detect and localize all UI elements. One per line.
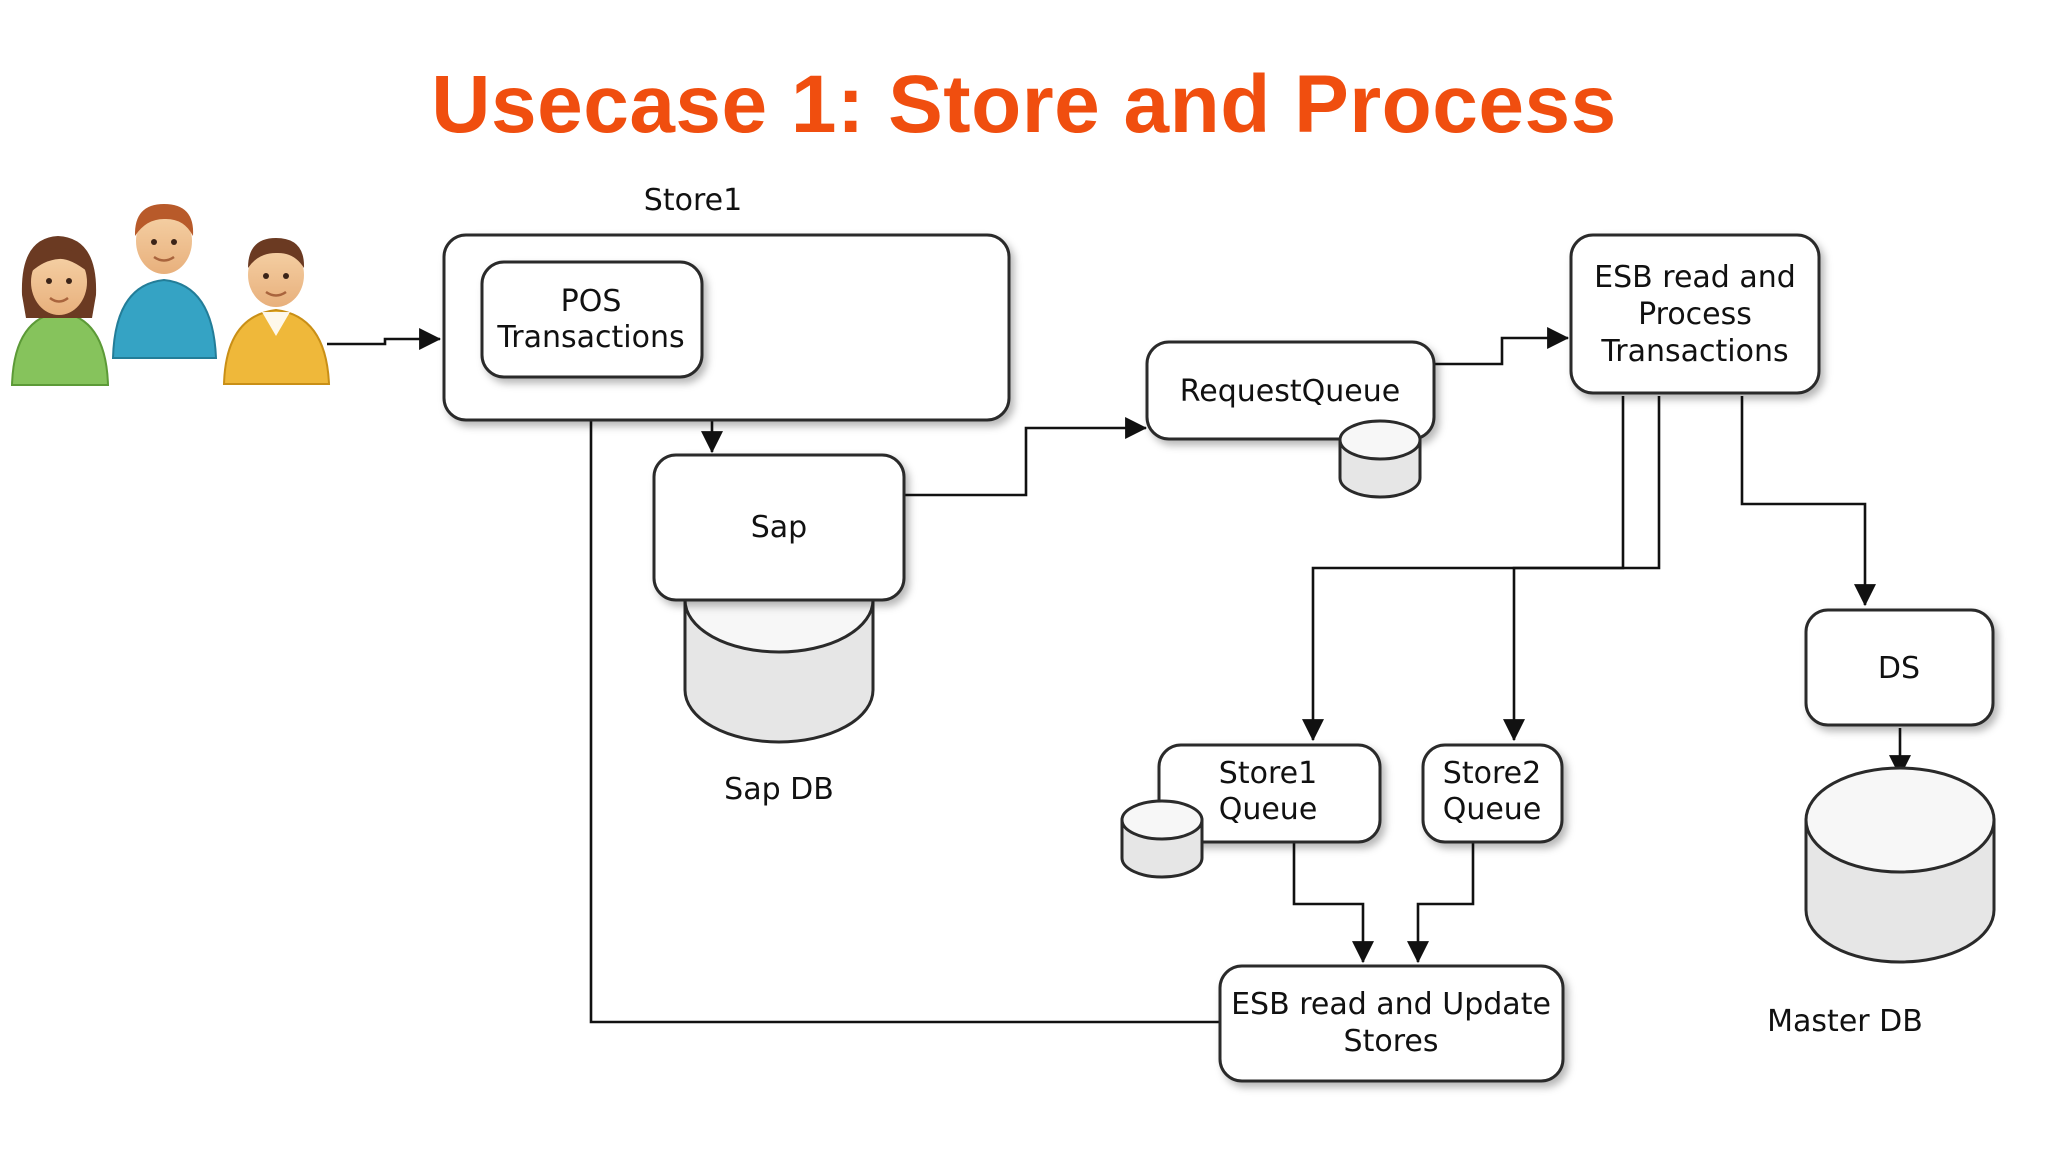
esb-process-box: ESB read and Process Transactions <box>1569 233 1821 395</box>
sap-db-label: Sap DB <box>724 772 834 807</box>
users-group-icon <box>10 204 331 386</box>
edge-requestqueue-to-esb-process <box>1434 327 1570 366</box>
user-male-icon <box>111 204 218 359</box>
edges <box>327 327 1911 1024</box>
edge-esb-process-to-store1-queue <box>1302 396 1625 742</box>
edge-store2-queue-to-esb-update <box>1407 842 1475 964</box>
pos-label-line2: Transactions <box>496 320 684 355</box>
edge-sap-to-requestqueue <box>905 417 1148 497</box>
store2-queue-line1: Store2 <box>1443 756 1541 791</box>
store1-queue-line2: Queue <box>1219 792 1318 827</box>
esb-update-line1: ESB read and Update <box>1231 987 1551 1022</box>
edge-users-to-store <box>327 328 442 350</box>
request-queue-db-icon <box>1338 419 1422 499</box>
request-queue-label: RequestQueue <box>1180 374 1400 409</box>
pos-transactions-box: POS Transactions <box>480 260 704 379</box>
store1-queue-line1: Store1 <box>1219 756 1317 791</box>
ds-box: DS <box>1804 608 1995 727</box>
ds-label: DS <box>1878 651 1920 686</box>
user-male-2-icon <box>222 238 331 385</box>
esb-process-line3: Transactions <box>1600 334 1788 369</box>
store1-queue-box: Store1 Queue <box>1157 743 1382 844</box>
store-container-label: Store1 <box>644 183 742 218</box>
edge-esb-process-to-ds <box>1740 396 1876 607</box>
esb-process-line2: Process <box>1638 297 1752 332</box>
store2-queue-line2: Queue <box>1443 792 1542 827</box>
store2-queue-box: Store2 Queue <box>1421 743 1564 844</box>
sap-label: Sap <box>751 510 807 545</box>
edge-store1-queue-to-esb-update <box>1292 842 1374 964</box>
edge-esb-process-to-store2-queue <box>1503 396 1661 742</box>
esb-update-box: ESB read and Update Stores <box>1218 964 1565 1083</box>
edge-esb-update-to-pos <box>580 378 1220 1024</box>
slide-title: Usecase 1: Store and Process <box>431 59 1617 150</box>
store1-queue-db-icon <box>1120 799 1204 879</box>
user-female-icon <box>10 236 110 386</box>
sap-box: Sap <box>652 453 906 602</box>
master-db-label: Master DB <box>1767 1004 1923 1039</box>
esb-process-line1: ESB read and <box>1594 260 1796 295</box>
master-db-icon <box>1804 766 1996 964</box>
pos-label-line1: POS <box>561 284 622 319</box>
esb-update-line2: Stores <box>1344 1024 1439 1059</box>
request-queue-box: RequestQueue <box>1145 340 1436 441</box>
